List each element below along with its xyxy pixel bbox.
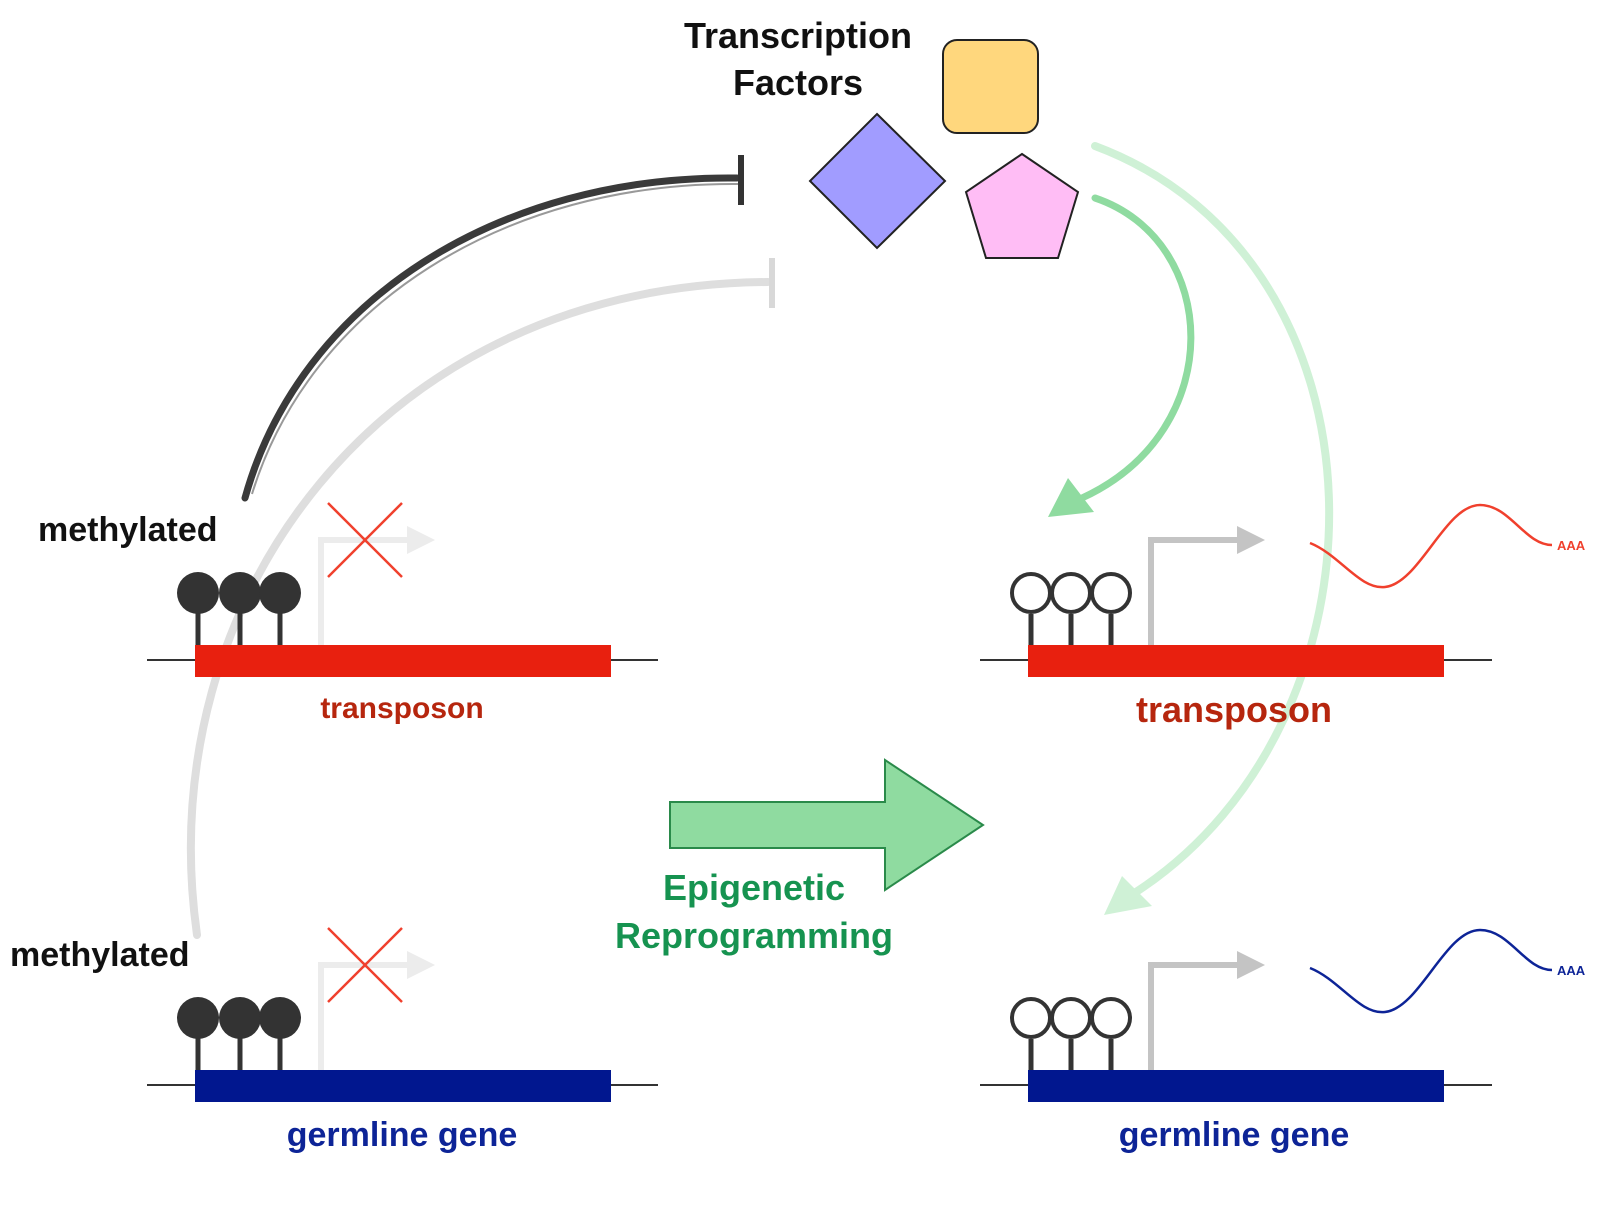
transposon-bar (1028, 645, 1444, 677)
right-germline-locus (980, 928, 1553, 1102)
right-top-polya-label: AAA (1557, 538, 1586, 553)
left-germline-locus (147, 927, 658, 1102)
right-top-gene-label: transposon (1136, 689, 1332, 730)
reprogramming-label-line2: Reprogramming (615, 915, 893, 956)
transcription-factors (808, 39, 1080, 259)
left-bottom-gene-label: germline gene (287, 1116, 518, 1154)
tf-pentagon-shape (964, 152, 1080, 259)
blocked-cross-icon (327, 927, 403, 1003)
methylation-lollipop-open-icon (1010, 997, 1132, 1070)
methylation-lollipop-open-icon (1010, 572, 1132, 645)
left-top-gene-label: transposon (320, 692, 483, 725)
reprogramming-arrow-icon (669, 758, 985, 892)
left-transposon-locus (147, 502, 658, 677)
promoter-arrow-icon (1148, 962, 1240, 1070)
mrna-wave-icon (1309, 928, 1553, 1014)
left-top-methylated-label: methylated (38, 511, 218, 549)
methylation-lollipop-filled-icon (177, 997, 301, 1070)
tf-square-shape (942, 39, 1039, 134)
promoter-arrow-icon (318, 962, 410, 1070)
germline-bar (195, 1070, 611, 1102)
right-transposon-locus (980, 503, 1553, 677)
mrna-wave-icon (1309, 503, 1553, 589)
tf-title-line1: Transcription (684, 15, 912, 56)
activation-arc-germline (1091, 142, 1334, 915)
tf-diamond-shape (808, 112, 947, 250)
activation-arc-transposon (1048, 194, 1195, 517)
methylation-lollipop-filled-icon (177, 572, 301, 645)
promoter-arrow-icon (1148, 537, 1240, 645)
inhibition-arc-light (186, 258, 775, 939)
tf-title-line2: Factors (733, 62, 863, 103)
promoter-arrow-icon (318, 537, 410, 645)
left-bottom-methylated-label: methylated (10, 936, 190, 974)
right-bottom-polya-label: AAA (1557, 963, 1586, 978)
blocked-cross-icon (327, 502, 403, 578)
inhibition-arc-dark (241, 155, 744, 502)
reprogramming-label-line1: Epigenetic (663, 867, 845, 908)
germline-bar (1028, 1070, 1444, 1102)
transposon-bar (195, 645, 611, 677)
right-bottom-gene-label: germline gene (1119, 1116, 1350, 1154)
